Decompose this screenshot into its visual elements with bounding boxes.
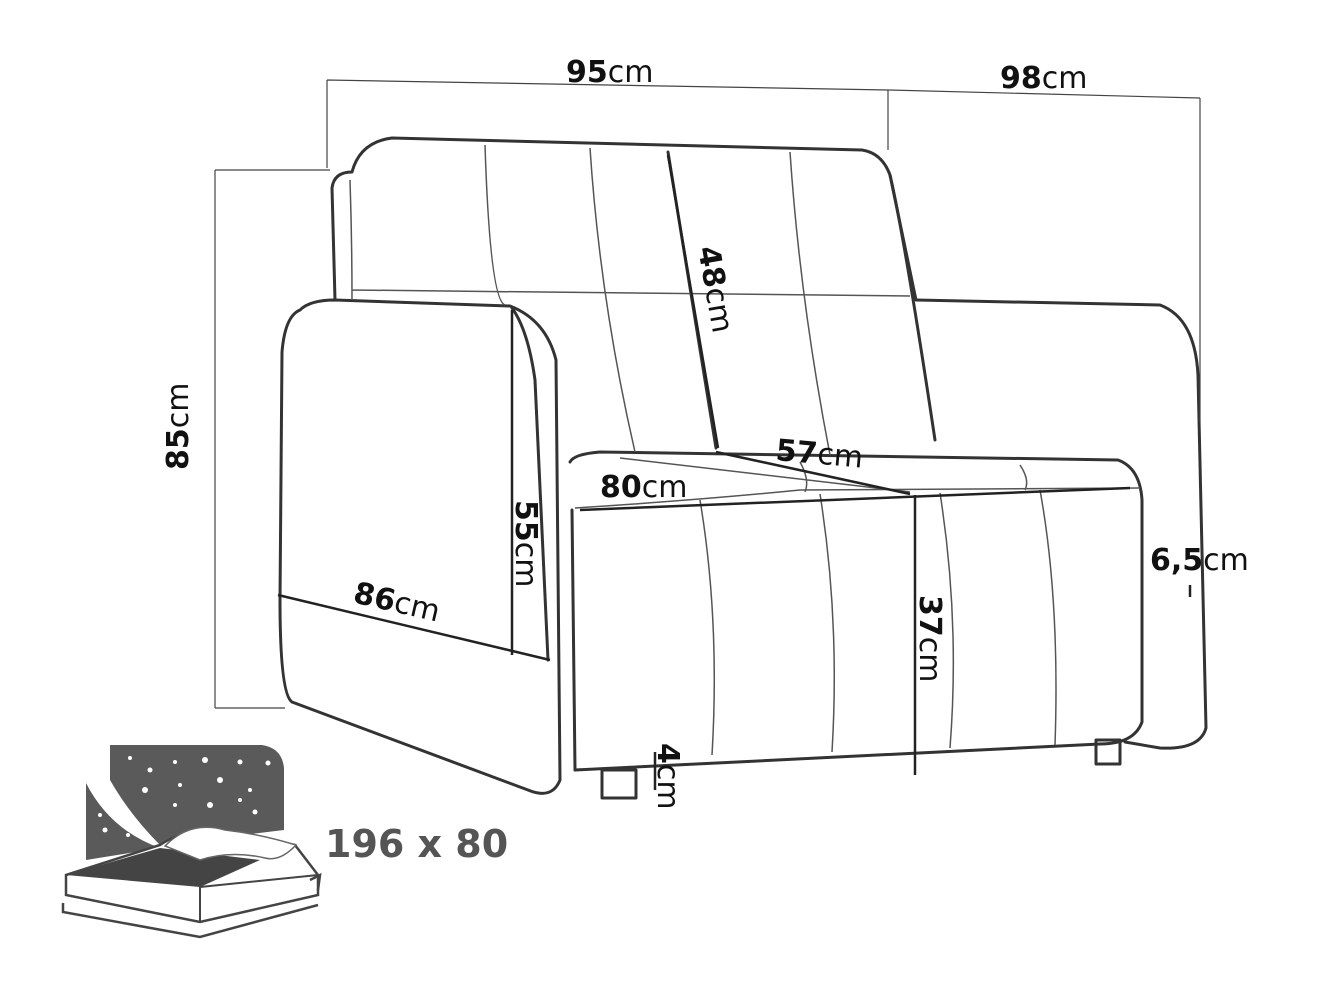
left-arm-inner-edge	[510, 306, 550, 662]
armrest-length-label: 86cm	[350, 576, 443, 630]
front-leg-left	[600, 768, 638, 800]
depth-label: 98cm	[1000, 61, 1087, 96]
tufting-lines	[349, 144, 1141, 756]
right-arm-outline	[914, 298, 1208, 750]
seat-front-edge	[570, 508, 577, 772]
seat-height-label: 37cm	[912, 595, 947, 682]
sofa-drawing	[278, 136, 1208, 800]
dimension-lines	[214, 79, 1201, 790]
width-label: 95cm	[566, 55, 653, 90]
backrest-outline	[330, 136, 918, 302]
backrest-right-edge	[888, 173, 937, 442]
seat-depth-label: 57cm	[774, 433, 864, 475]
arm-thickness-label: 6,5cm	[1150, 543, 1249, 578]
armrest-height-label: 55cm	[508, 500, 543, 587]
bed-size-label: 196 x 80	[325, 822, 508, 866]
seat-cushion-outline	[568, 450, 1144, 772]
left-arm-outline	[278, 298, 562, 795]
sofa-bed-icon	[61, 745, 322, 939]
leg-height-label: 4cm	[650, 743, 685, 810]
height-label: 85cm	[161, 383, 196, 470]
seat-width-label: 80cm	[600, 470, 687, 505]
front-leg-right	[1094, 738, 1122, 766]
backrest-height-label: 48cm	[690, 243, 740, 335]
